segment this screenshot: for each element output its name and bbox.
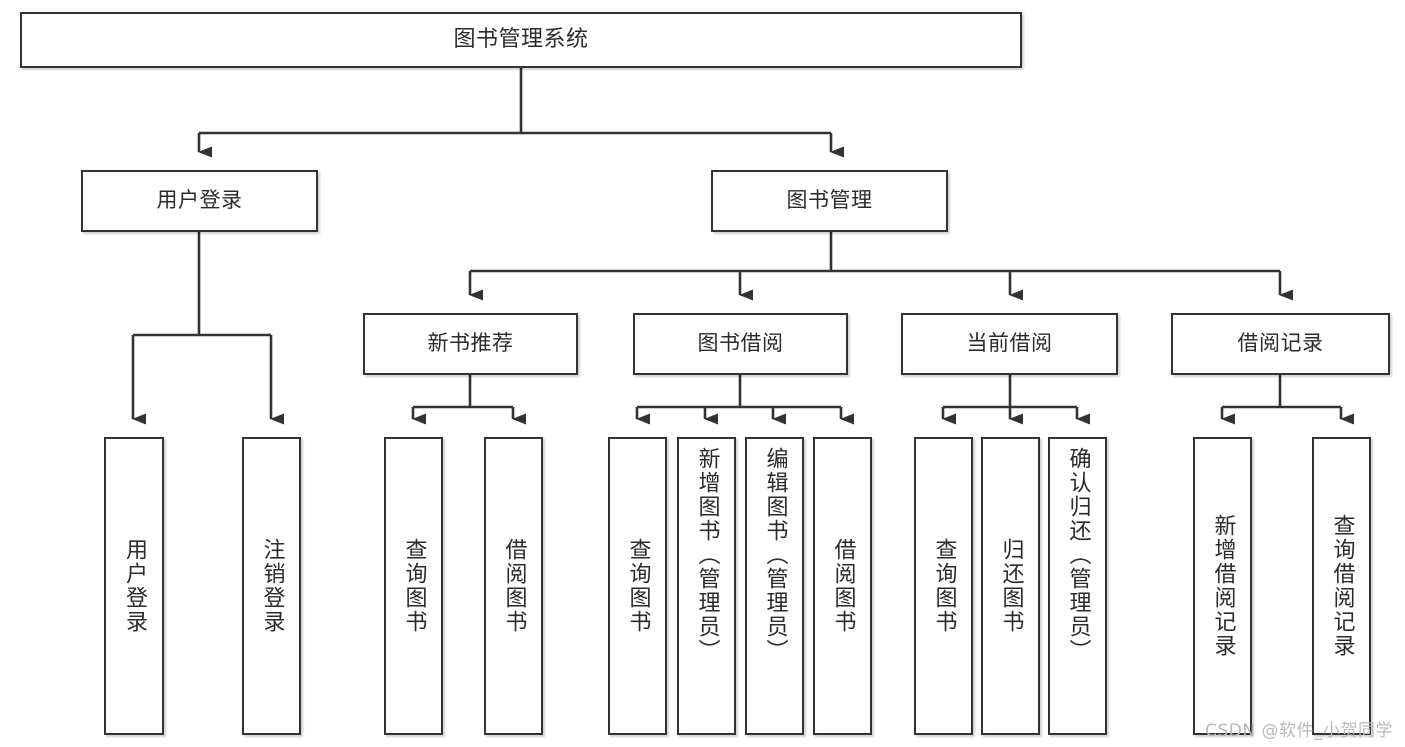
leaf-borrow-book-recommend[interactable]: 借阅图书 [484,437,543,735]
node-label: 编辑图书（管理员） [762,447,788,663]
node-label: 查询图书 [625,538,651,634]
node-label: 新书推荐 [427,331,514,356]
leaf-edit-book-admin[interactable]: 编辑图书（管理员） [745,437,804,735]
node-label: 图书管理系统 [453,26,589,52]
node-label: 借阅记录 [1237,331,1324,356]
leaf-query-book-recommend[interactable]: 查询图书 [384,437,443,735]
node-label: 归还图书 [998,538,1024,634]
leaf-return-book[interactable]: 归还图书 [981,437,1040,735]
node-label: 查询图书 [931,538,957,634]
node-label: 新增图书（管理员） [694,447,720,663]
node-label: 图书管理 [786,188,873,213]
node-label: 借阅图书 [501,538,527,634]
node-label: 注销登录 [259,538,285,634]
node-label: 确认归还（管理员） [1065,447,1091,663]
leaf-query-borrow-record[interactable]: 查询借阅记录 [1312,437,1371,735]
node-label: 新增借阅记录 [1210,514,1236,658]
leaf-borrow-book[interactable]: 借阅图书 [813,437,872,735]
node-borrow-records[interactable]: 借阅记录 [1171,313,1390,375]
leaf-user-login[interactable]: 用户登录 [104,437,164,735]
node-label: 图书借阅 [697,331,784,356]
node-label: 用户登录 [156,188,243,213]
watermark-text: CSDN @软件_小贺同学 [1205,721,1393,741]
node-current-borrowing[interactable]: 当前借阅 [901,313,1118,375]
node-label: 查询图书 [401,538,427,634]
leaf-add-book-admin[interactable]: 新增图书（管理员） [677,437,736,735]
node-user-login[interactable]: 用户登录 [81,170,318,232]
leaf-logout[interactable]: 注销登录 [242,437,301,735]
node-label: 当前借阅 [966,331,1053,356]
node-label: 用户登录 [122,538,147,634]
node-root-book-management-system[interactable]: 图书管理系统 [20,12,1022,68]
node-label: 查询借阅记录 [1329,514,1355,658]
leaf-query-book-borrow[interactable]: 查询图书 [608,437,667,735]
node-label: 借阅图书 [830,538,856,634]
leaf-query-book-current[interactable]: 查询图书 [914,437,973,735]
node-book-borrowing[interactable]: 图书借阅 [633,313,848,375]
leaf-add-borrow-record[interactable]: 新增借阅记录 [1193,437,1252,735]
leaf-confirm-return-admin[interactable]: 确认归还（管理员） [1048,437,1107,735]
node-book-management[interactable]: 图书管理 [711,170,948,232]
node-new-book-recommendation[interactable]: 新书推荐 [363,313,578,375]
